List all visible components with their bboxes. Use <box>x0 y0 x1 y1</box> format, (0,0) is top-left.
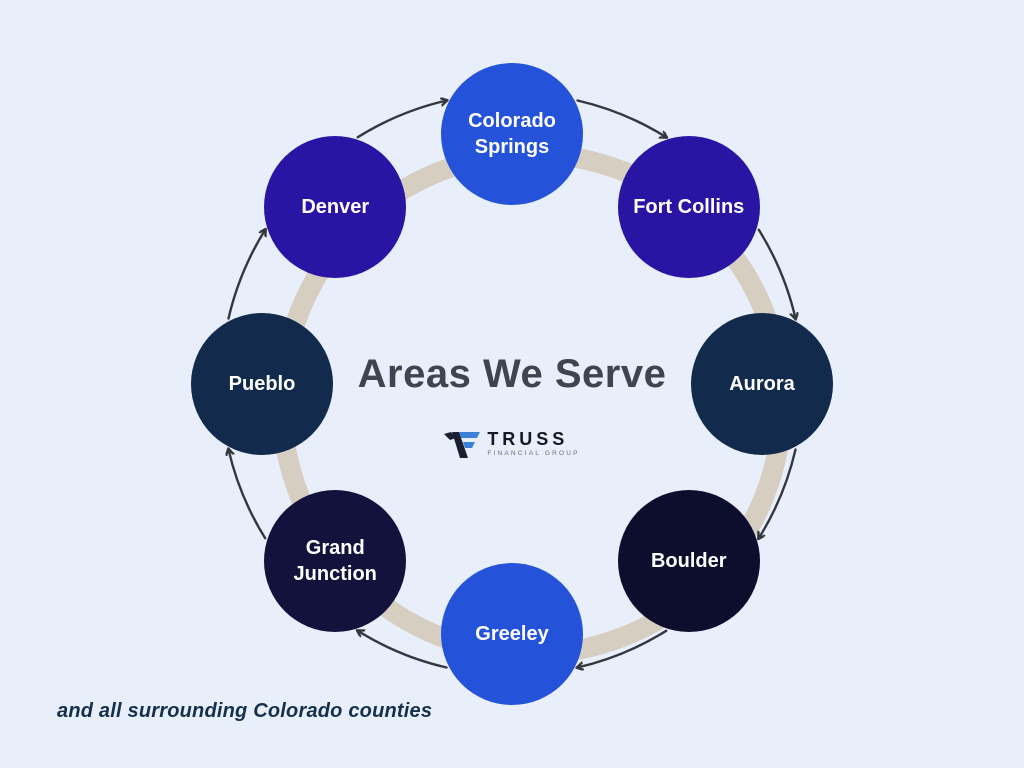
city-label: Colorado Springs <box>468 110 556 158</box>
city-node-aurora: Aurora <box>691 313 833 455</box>
diagram-center: Areas We Serve TRUSS FINANCIAL GROUP <box>312 352 712 459</box>
city-label: Fort Collins <box>633 196 745 219</box>
city-node-boulder: Boulder <box>617 489 760 632</box>
city-label: Aurora <box>729 373 795 395</box>
city-node-greeley: Greeley <box>441 563 583 705</box>
clockwise-arrow <box>356 101 447 139</box>
city-node-grand-junction: Grand Junction <box>264 489 407 632</box>
footnote: and all surrounding Colorado counties <box>57 700 433 722</box>
logo-wordmark: TRUSS <box>487 429 569 450</box>
city-label: Grand Junction <box>293 536 377 585</box>
clockwise-arrow <box>229 450 267 540</box>
city-label: Pueblo <box>228 373 296 395</box>
logo-subtitle: FINANCIAL GROUP <box>487 450 580 458</box>
truss-logo: TRUSS FINANCIAL GROUP <box>312 429 712 459</box>
clockwise-arrow <box>227 230 266 320</box>
truss-logo-icon <box>444 432 481 458</box>
city-label: Greeley <box>475 623 549 645</box>
city-node-fort-collins: Fort Collins <box>617 136 760 279</box>
city-node-denver: Denver <box>264 136 407 279</box>
city-node-pueblo: Pueblo <box>191 313 333 455</box>
city-label: Boulder <box>650 549 727 572</box>
clockwise-arrow <box>576 99 667 138</box>
logo-text: TRUSS FINANCIAL GROUP <box>487 430 579 458</box>
page-title: Areas We Serve <box>357 352 667 396</box>
city-node-colorado-springs: Colorado Springs <box>441 63 583 205</box>
city-label: Denver <box>301 196 370 219</box>
